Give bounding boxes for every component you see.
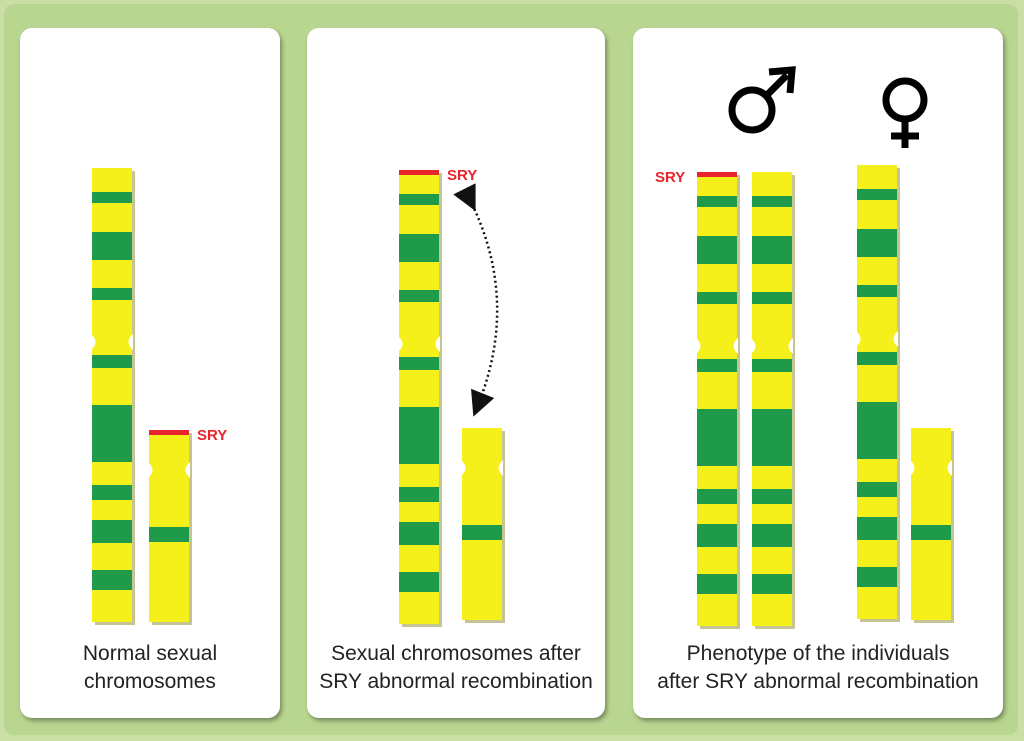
chromosome-band (752, 489, 792, 504)
chromosome-band (752, 359, 792, 372)
sry-region (697, 172, 737, 177)
chromosome-band (752, 409, 792, 466)
centromere-notch (696, 338, 701, 354)
chromosome-band (697, 359, 737, 372)
caption-line: chromosomes (84, 670, 216, 693)
chromosome-band (857, 402, 897, 459)
chromosome-band (697, 524, 737, 547)
chromosome-band (857, 189, 897, 200)
chromosome-band (752, 574, 792, 594)
caption-line: Normal sexual (82, 642, 218, 665)
chromosome-body (149, 430, 189, 622)
chromosome-band (399, 357, 439, 370)
chromosome-band (92, 520, 132, 543)
recombination-arrow (453, 183, 499, 417)
centromere-notch (893, 331, 898, 347)
y-chromosome-without-sry (461, 428, 505, 623)
chromosome-band (697, 409, 737, 466)
chromosome-band (857, 352, 897, 365)
sry-label: SRY (655, 169, 685, 186)
female-y-without-sry (910, 428, 954, 623)
chromosome-band (399, 572, 439, 592)
centromere-notch (461, 460, 466, 476)
caption-normal: Normal sexual chromosomes (20, 640, 280, 696)
sry-label: SRY (197, 427, 227, 444)
centromere-notch (128, 334, 133, 350)
centromere-notch (91, 334, 96, 350)
chromosome-band (697, 196, 737, 207)
chromosome-band (697, 292, 737, 304)
male-icon (728, 66, 796, 134)
sry-region (149, 430, 189, 435)
caption-line: after SRY abnormal recombination (657, 670, 979, 693)
centromere-notch (733, 338, 738, 354)
sry-region (399, 170, 439, 175)
chromosome-band (92, 288, 132, 300)
chromosome-band (92, 192, 132, 203)
chromosome-band (911, 525, 951, 540)
chromosome-band (752, 196, 792, 207)
chromosome-band (92, 485, 132, 500)
y-chromosome: SRY (148, 427, 227, 625)
chromosome-band (92, 405, 132, 462)
chromosome-band (752, 524, 792, 547)
centromere-notch (751, 338, 756, 354)
centromere-notch (947, 460, 952, 476)
sry-label: SRY (447, 167, 477, 184)
chromosome-band (697, 236, 737, 264)
chromosome-band (399, 234, 439, 262)
chromosome-band (857, 229, 897, 257)
chromosome-band (857, 482, 897, 497)
chromosome-band (399, 522, 439, 545)
chromosome-band (92, 232, 132, 260)
chromosome-band (697, 574, 737, 594)
centromere-notch (856, 331, 861, 347)
caption-line: SRY abnormal recombination (319, 670, 593, 693)
caption-line: Phenotype of the individuals (686, 642, 950, 665)
female-x (856, 165, 900, 622)
female-icon (882, 77, 928, 148)
caption-line: Sexual chromosomes after (331, 642, 581, 665)
chromosome-band (149, 527, 189, 542)
centromere-notch (398, 336, 403, 352)
caption-phenotype: Phenotype of the individuals after SRY ab… (633, 640, 1003, 696)
centromere-notch (185, 462, 190, 478)
chromosome-band (697, 489, 737, 504)
chromosome-band (857, 517, 897, 540)
centromere-notch (435, 336, 440, 352)
centromere-notch (498, 460, 503, 476)
centromere-notch (788, 338, 793, 354)
x-chromosome-recombined: SRY (398, 167, 477, 627)
chromosome-band (857, 567, 897, 587)
chromosome-band (92, 570, 132, 590)
chromosome-band (752, 292, 792, 304)
chromosome-band (399, 194, 439, 205)
chromosome-band (857, 285, 897, 297)
chromosome-band (399, 487, 439, 502)
x-chromosome (91, 168, 135, 625)
chromosome-band (92, 355, 132, 368)
centromere-notch (910, 460, 915, 476)
chromosome-band (399, 407, 439, 464)
centromere-notch (148, 462, 153, 478)
male-x (751, 172, 795, 629)
chromosome-band (462, 525, 502, 540)
chromosome-body (462, 428, 502, 620)
chromosome-band (399, 290, 439, 302)
chromosome-body (911, 428, 951, 620)
chromosome-band (752, 236, 792, 264)
male-x-with-sry: SRY (655, 169, 740, 629)
